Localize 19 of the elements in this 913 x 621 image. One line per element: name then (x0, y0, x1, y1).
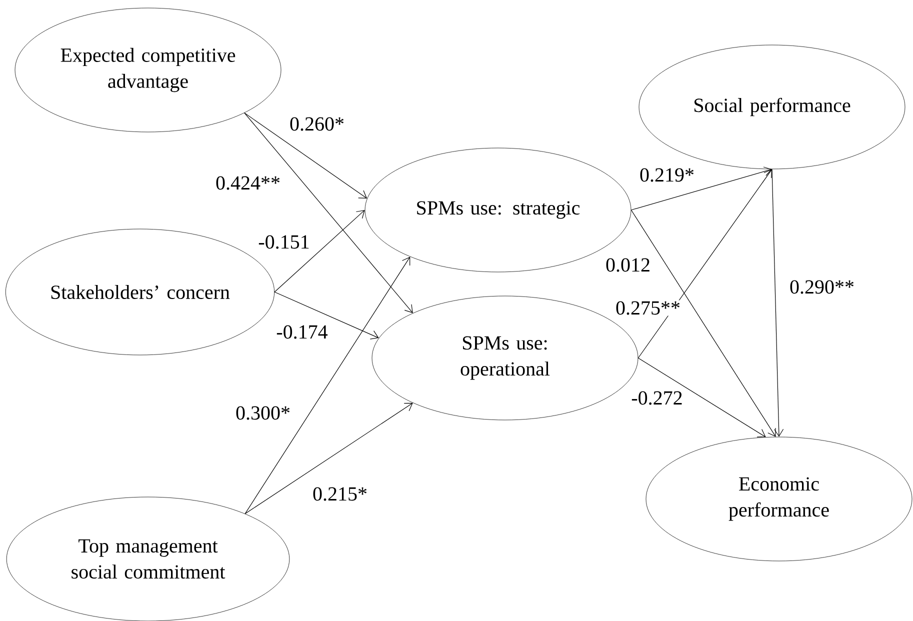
arrow (630, 166, 772, 210)
arrow (244, 112, 413, 314)
path-coefficient: 0.275** (614, 300, 682, 316)
path-coefficient: 0.290** (788, 279, 856, 295)
path-coefficient: 0.424** (214, 175, 282, 191)
path-coefficient: 0.219* (638, 167, 696, 183)
arrow (274, 210, 365, 292)
arrow (630, 210, 776, 437)
path-coefficient: 0.260* (288, 116, 346, 132)
path-coefficient: 0.300* (234, 405, 292, 421)
arrow (244, 112, 368, 199)
arrow (244, 256, 410, 514)
path-coefficient: 0.215* (312, 486, 368, 502)
arrow (772, 168, 784, 437)
path-coefficient: -0.174 (275, 324, 329, 340)
arrow (638, 169, 772, 358)
arrow (274, 292, 379, 340)
arrow (638, 358, 766, 438)
arrow (244, 402, 413, 514)
